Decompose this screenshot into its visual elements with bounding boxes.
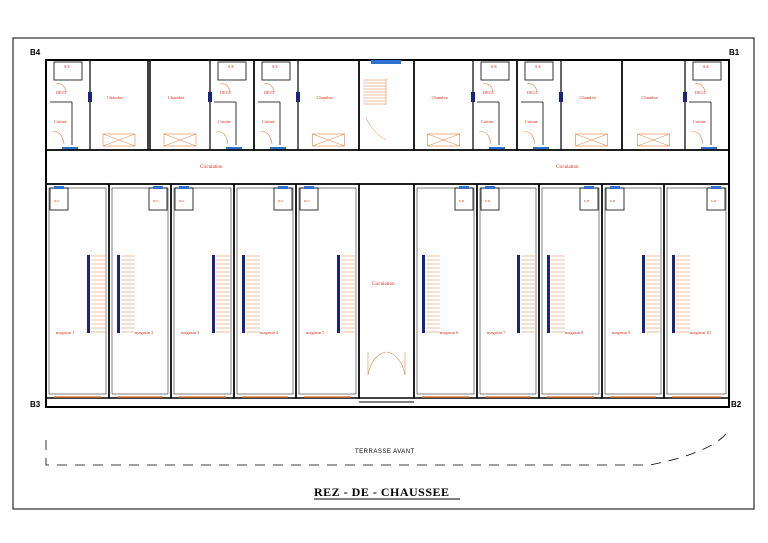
wc-label: s.w (459, 198, 465, 203)
corner-b4: B4 (30, 48, 41, 57)
cuisine-label: Cuisine (262, 119, 275, 124)
shop-name-label: magasin 8 (565, 330, 584, 335)
central-stair (358, 59, 415, 151)
plan-title: REZ - DE - CHAUSSEE (314, 485, 450, 499)
cuisine-label: Cuisine (218, 119, 231, 124)
apartment-unit: S.E DEGT Cuisine Chambre (45, 59, 149, 151)
shop-unit: s.w magasin 9 (601, 183, 665, 399)
cuisine-label: Cuisine (54, 119, 67, 124)
corridor-label-right: Circulation (556, 165, 579, 170)
shop-name-label: magasin 4 (260, 330, 279, 335)
shop-unit: w.c magasin 2 (108, 183, 172, 399)
lobby-label: Circulation (372, 282, 395, 287)
wc-label: w.c (278, 198, 284, 203)
shop-name-label: magasin 5 (306, 330, 325, 335)
shop-unit: w.c magasin 1 (45, 183, 110, 399)
corner-b1: B1 (729, 48, 740, 57)
shop-unit: w.c magasin 3 (170, 183, 235, 399)
degt-label: DEGT (264, 90, 276, 95)
degt-label: DEGT (695, 90, 707, 95)
degt-label: DEGT (220, 90, 232, 95)
chambre-label: Chambre (642, 95, 659, 100)
se-label: S.E (64, 64, 70, 69)
shop-name-label: magasin 6 (440, 330, 459, 335)
degt-label: DEGT (483, 90, 495, 95)
cuisine-label: Cuisine (525, 119, 538, 124)
wc-label: w.c (54, 198, 60, 203)
chambre-label: Chambre (317, 95, 334, 100)
apartment-unit: S.E DEGT Cuisine Chambre (413, 59, 518, 151)
apartments-row: S.E DEGT Cuisine Chambre S.E DEGT Cuisine Chamb… (45, 59, 730, 151)
se-label: S.E (228, 64, 234, 69)
shop-unit: w.c magasin 5 (295, 183, 360, 399)
apartment-unit: S.E DEGT Cuisine Chambre (516, 59, 623, 151)
shop-name-label: magasin 7 (487, 330, 506, 335)
corridor-label-left: Circulation (200, 165, 223, 170)
chambre-label: Chambre (432, 95, 449, 100)
apartment-unit: S.E DEGT Cuisine Chambre (621, 59, 730, 151)
shop-unit: s.w magasin 7 (476, 183, 540, 399)
cuisine-label: Cuisine (481, 119, 494, 124)
chambre-label: Chambre (580, 95, 597, 100)
corridor (45, 149, 730, 185)
se-label: S.E (703, 64, 709, 69)
wc-label: w.c (304, 198, 310, 203)
corner-b3: B3 (30, 400, 41, 409)
shops-row: w.c magasin 1 w.c magasin 2 w.c magasin 3 w.c m… (45, 183, 730, 399)
wc-label: s.w (584, 198, 590, 203)
se-label: S.E (272, 64, 278, 69)
degt-label: DEGT (527, 90, 539, 95)
shop-unit: s.w magasin 8 (538, 183, 603, 399)
se-label: S.E (491, 64, 497, 69)
shop-unit: s.w magasin 6 (413, 183, 478, 399)
shop-name-label: magasin 3 (181, 330, 200, 335)
shop-name-label: magasin 9 (612, 330, 631, 335)
sheet-frame (12, 37, 755, 510)
shop-unit: w.c magasin 4 (233, 183, 297, 399)
wc-label: w.c (179, 198, 185, 203)
chambre-label: Chambre (168, 95, 185, 100)
se-label: S.E (535, 64, 541, 69)
shop-name-label: magasin 2 (135, 330, 153, 335)
chambre-label: Chambre (107, 95, 124, 100)
wc-label: s.w (485, 198, 491, 203)
terrace-label: TERRASSE AVANT (355, 449, 415, 455)
degt-label: DEGT (56, 90, 68, 95)
wc-label: w.c (153, 198, 159, 203)
terrace: TERRASSE AVANT (45, 429, 730, 466)
corner-b2: B2 (731, 400, 742, 409)
shop-name-label: magasin 10 (690, 330, 711, 335)
shop-name-label: magasin 1 (56, 330, 74, 335)
shop-unit: s.w magasin 10 (663, 183, 730, 399)
central-lobby: Circulation (358, 183, 415, 403)
apartment-unit: S.E DEGT Cuisine Chambre (253, 59, 360, 151)
wc-label: s.w (610, 198, 616, 203)
wc-label: s.w (711, 198, 717, 203)
cuisine-label: Cuisine (693, 119, 706, 124)
apartment-unit: S.E DEGT Cuisine Chambre (149, 59, 255, 151)
